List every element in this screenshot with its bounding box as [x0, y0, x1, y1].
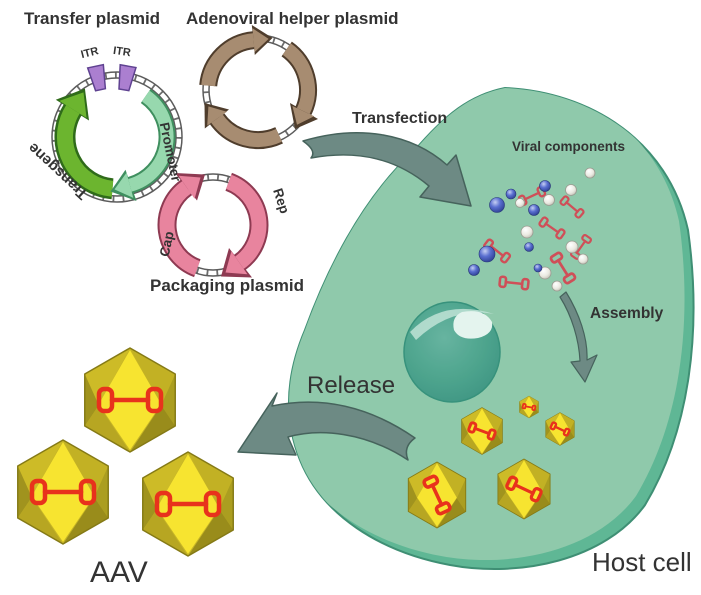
aav-label: AAV	[90, 556, 148, 589]
assembly-label: Assembly	[590, 305, 664, 322]
itr-right-label: ITR	[112, 44, 132, 60]
white-spheres	[515, 167, 596, 292]
helper-plasmid-diagram	[199, 25, 318, 149]
cap-arrow	[157, 173, 205, 278]
itr-box-left	[86, 63, 107, 92]
transfection-arrow	[302, 132, 472, 207]
transgene-arrow	[54, 88, 114, 200]
assembly-arrow	[559, 291, 598, 383]
blue-spheres	[468, 180, 551, 276]
aav-capsid	[17, 439, 109, 545]
helper-arrow-left	[199, 25, 273, 87]
transfer-plasmid-label: Transfer plasmid	[24, 9, 161, 28]
packaging-plasmid-label: Packaging plasmid	[150, 276, 304, 295]
viral-components-label: Viral components	[512, 139, 626, 154]
viral-components-cluster	[468, 167, 596, 292]
rep-arrow	[221, 172, 269, 278]
host-cell-label: Host cell	[592, 547, 692, 577]
transfection-label: Transfection	[352, 110, 448, 127]
released-aav-particles	[17, 347, 234, 557]
cell-nucleus	[403, 301, 501, 403]
itr-box-right	[118, 63, 137, 92]
helper-arrow-right	[281, 41, 318, 129]
packaging-plasmid-diagram	[157, 172, 269, 278]
transfer-plasmid-diagram	[51, 63, 183, 203]
release-label: Release	[307, 372, 396, 399]
release-arrow	[237, 392, 416, 461]
promoter-arrow	[110, 89, 176, 201]
aav-capsid	[84, 347, 176, 453]
aav-capsid	[142, 451, 234, 557]
helper-arrow-bottom	[204, 103, 283, 149]
helper-plasmid-label: Adenoviral helper plasmid	[186, 9, 399, 28]
nucleus-highlight	[453, 311, 493, 339]
nucleus-sheen	[410, 308, 494, 340]
